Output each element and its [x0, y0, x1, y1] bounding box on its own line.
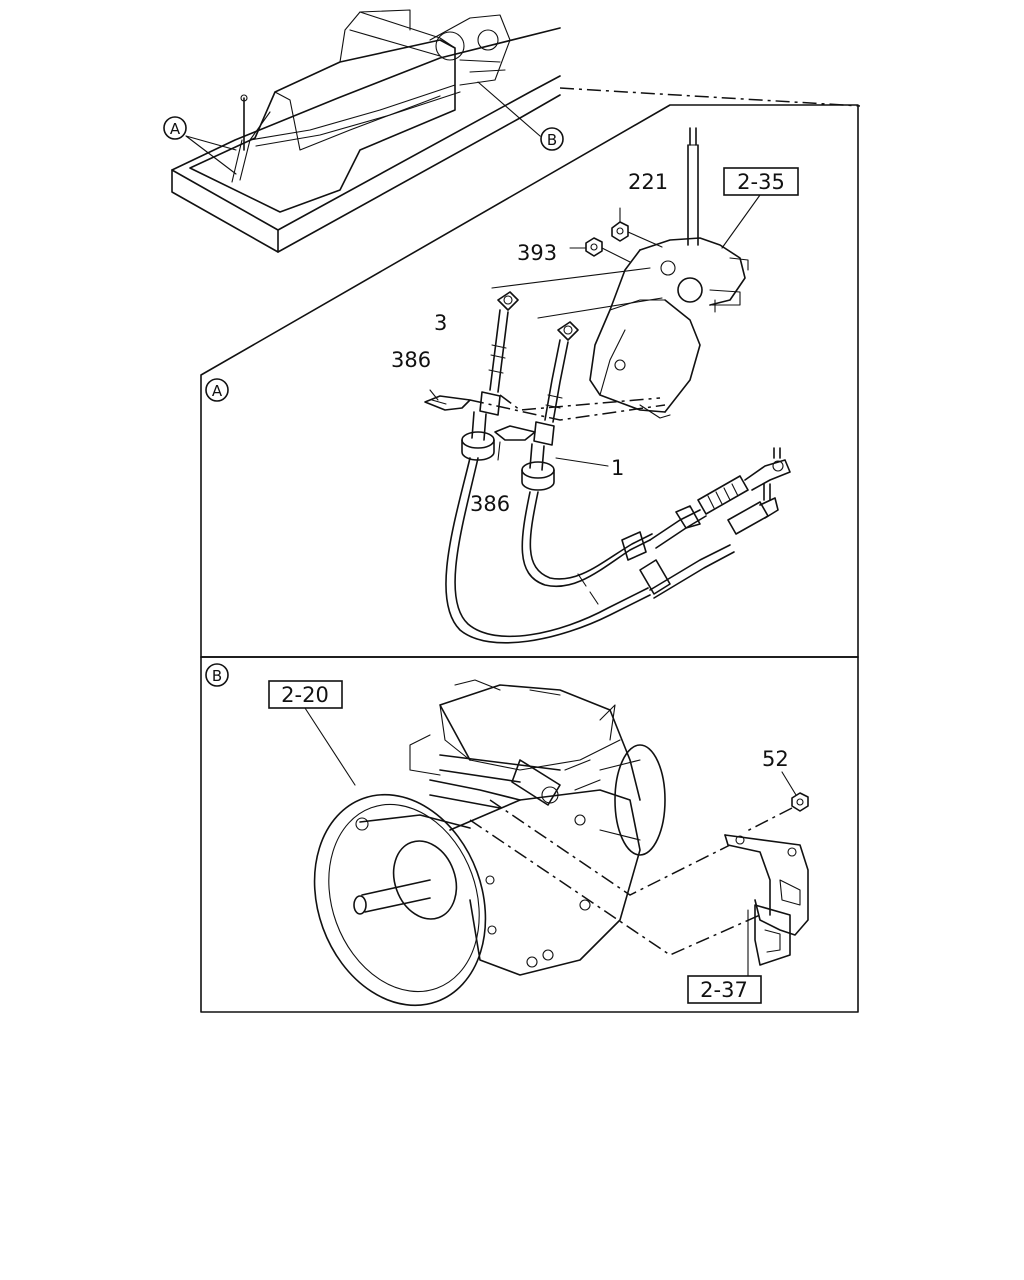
- cable-3-upper: [461, 291, 519, 461]
- part-label-3: 3: [434, 311, 447, 335]
- connector-a2: [499, 394, 661, 411]
- callout-b-overview-text: B: [547, 131, 557, 149]
- callout-b-leader: [477, 81, 541, 137]
- connector-b: [559, 87, 861, 107]
- part-label-52: 52: [762, 747, 789, 771]
- callout-a-panel: [205, 378, 229, 402]
- leader-52: [781, 771, 797, 796]
- cable-runs: [445, 447, 791, 644]
- panel-b-frame: [200, 656, 859, 1013]
- bracket-2-37: [724, 834, 809, 966]
- leader-386-lower: [497, 441, 501, 461]
- part-label-386-upper: 386: [391, 348, 431, 372]
- callout-b-panel: [205, 663, 229, 687]
- callout-b-overview: [540, 127, 564, 151]
- callout-a-panel-text: A: [212, 382, 223, 400]
- callout-a-overview-text: A: [170, 120, 181, 138]
- clip-386-upper: [424, 395, 471, 411]
- callout-a-leader: [185, 135, 237, 175]
- ref-box-2-35: [723, 167, 799, 196]
- transmission-assembly: [313, 679, 666, 1007]
- ref-box-2-20: [268, 680, 343, 709]
- ref-label-2-35: 2-35: [737, 170, 785, 194]
- nut-221: [611, 221, 629, 242]
- ref-label-2-37: 2-37: [700, 978, 748, 1002]
- connector-a1: [469, 399, 666, 421]
- leader-386-upper: [429, 389, 439, 401]
- cable-end-leaders: [491, 267, 663, 319]
- part-label-393: 393: [517, 241, 557, 265]
- ref-label-2-20: 2-20: [281, 683, 329, 707]
- leader-221: [627, 231, 663, 248]
- ref-box-2-37: [687, 975, 762, 1004]
- part-label-221: 221: [628, 170, 668, 194]
- callout-b-panel-text: B: [212, 667, 222, 685]
- leader-393: [601, 247, 631, 263]
- callout-a-overview: [163, 116, 187, 140]
- nut-52: [791, 792, 809, 812]
- clip-386-lower: [494, 425, 536, 441]
- connector-b2: [469, 819, 761, 956]
- connector-52: [744, 807, 793, 833]
- connector-b1: [489, 799, 731, 896]
- part-label-386-lower: 386: [470, 492, 510, 516]
- part-label-1: 1: [611, 456, 624, 480]
- leader-2-35: [721, 194, 761, 249]
- leader-1: [555, 457, 609, 467]
- nut-393: [585, 237, 603, 257]
- leader-2-20: [304, 707, 356, 786]
- shift-lever-assembly: [589, 127, 749, 419]
- panel-a-frame: [200, 104, 859, 658]
- overview-chassis: [171, 9, 561, 253]
